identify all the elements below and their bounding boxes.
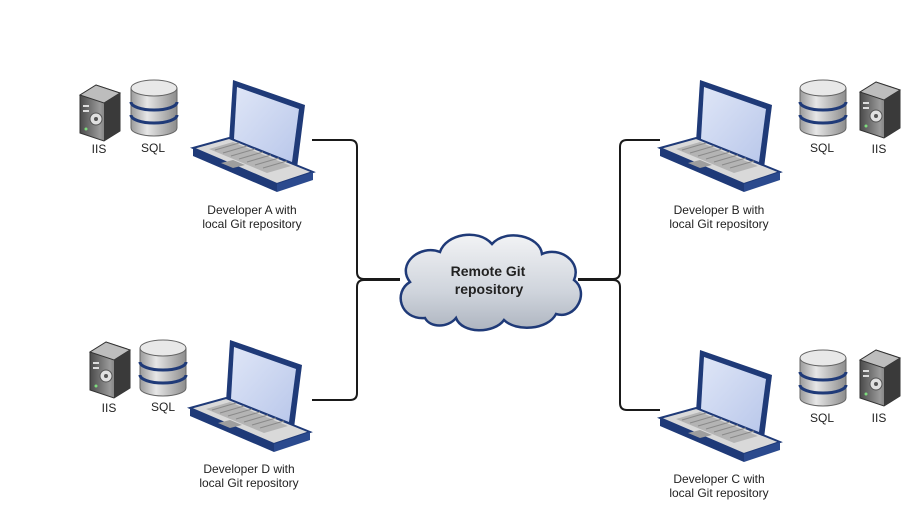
database-label: SQL — [810, 141, 834, 155]
server-icon — [89, 341, 131, 399]
database-icon — [798, 348, 848, 408]
connector-b — [578, 139, 660, 280]
developer-b-label-line2: local Git repository — [669, 217, 768, 231]
developer-b-node: Developer B with local Git repository SQ… — [659, 78, 901, 231]
laptop-icon — [659, 349, 781, 463]
developer-b-label-line1: Developer B with — [674, 203, 765, 217]
connector-lines — [312, 139, 660, 411]
developer-a-label-line2: local Git repository — [202, 217, 301, 231]
laptop-icon — [192, 79, 314, 193]
laptop-icon — [659, 79, 781, 193]
connector-d — [312, 279, 400, 401]
server-icon — [859, 349, 901, 407]
developer-d-label-line2: local Git repository — [199, 476, 298, 490]
database-icon — [129, 78, 179, 138]
database-label: SQL — [151, 400, 175, 414]
developer-d-node: IIS SQL Developer D with local Git repos… — [89, 338, 311, 490]
server-label: IIS — [872, 411, 887, 425]
server-icon — [79, 84, 121, 142]
developer-c-node: Developer C with local Git repository SQ… — [659, 348, 901, 500]
developer-d-label-line1: Developer D with — [203, 462, 294, 476]
server-icon — [859, 81, 901, 139]
database-icon — [138, 338, 188, 398]
database-label: SQL — [141, 141, 165, 155]
server-label: IIS — [872, 142, 887, 156]
database-icon — [798, 78, 848, 138]
developer-a-node: IIS SQL Developer A with local Git repos… — [79, 78, 314, 231]
developer-a-label-line1: Developer A with — [207, 203, 296, 217]
connector-a — [312, 139, 400, 280]
server-label: IIS — [92, 142, 107, 156]
developer-c-label-line1: Developer C with — [673, 472, 764, 486]
database-label: SQL — [810, 411, 834, 425]
cloud-label-line2: repository — [455, 281, 524, 297]
developer-c-label-line2: local Git repository — [669, 486, 768, 500]
cloud-label-line1: Remote Git — [451, 263, 526, 279]
remote-git-cloud: Remote Git repository — [399, 233, 583, 332]
connector-c — [578, 279, 660, 411]
laptop-icon — [189, 339, 311, 453]
server-label: IIS — [102, 401, 117, 415]
